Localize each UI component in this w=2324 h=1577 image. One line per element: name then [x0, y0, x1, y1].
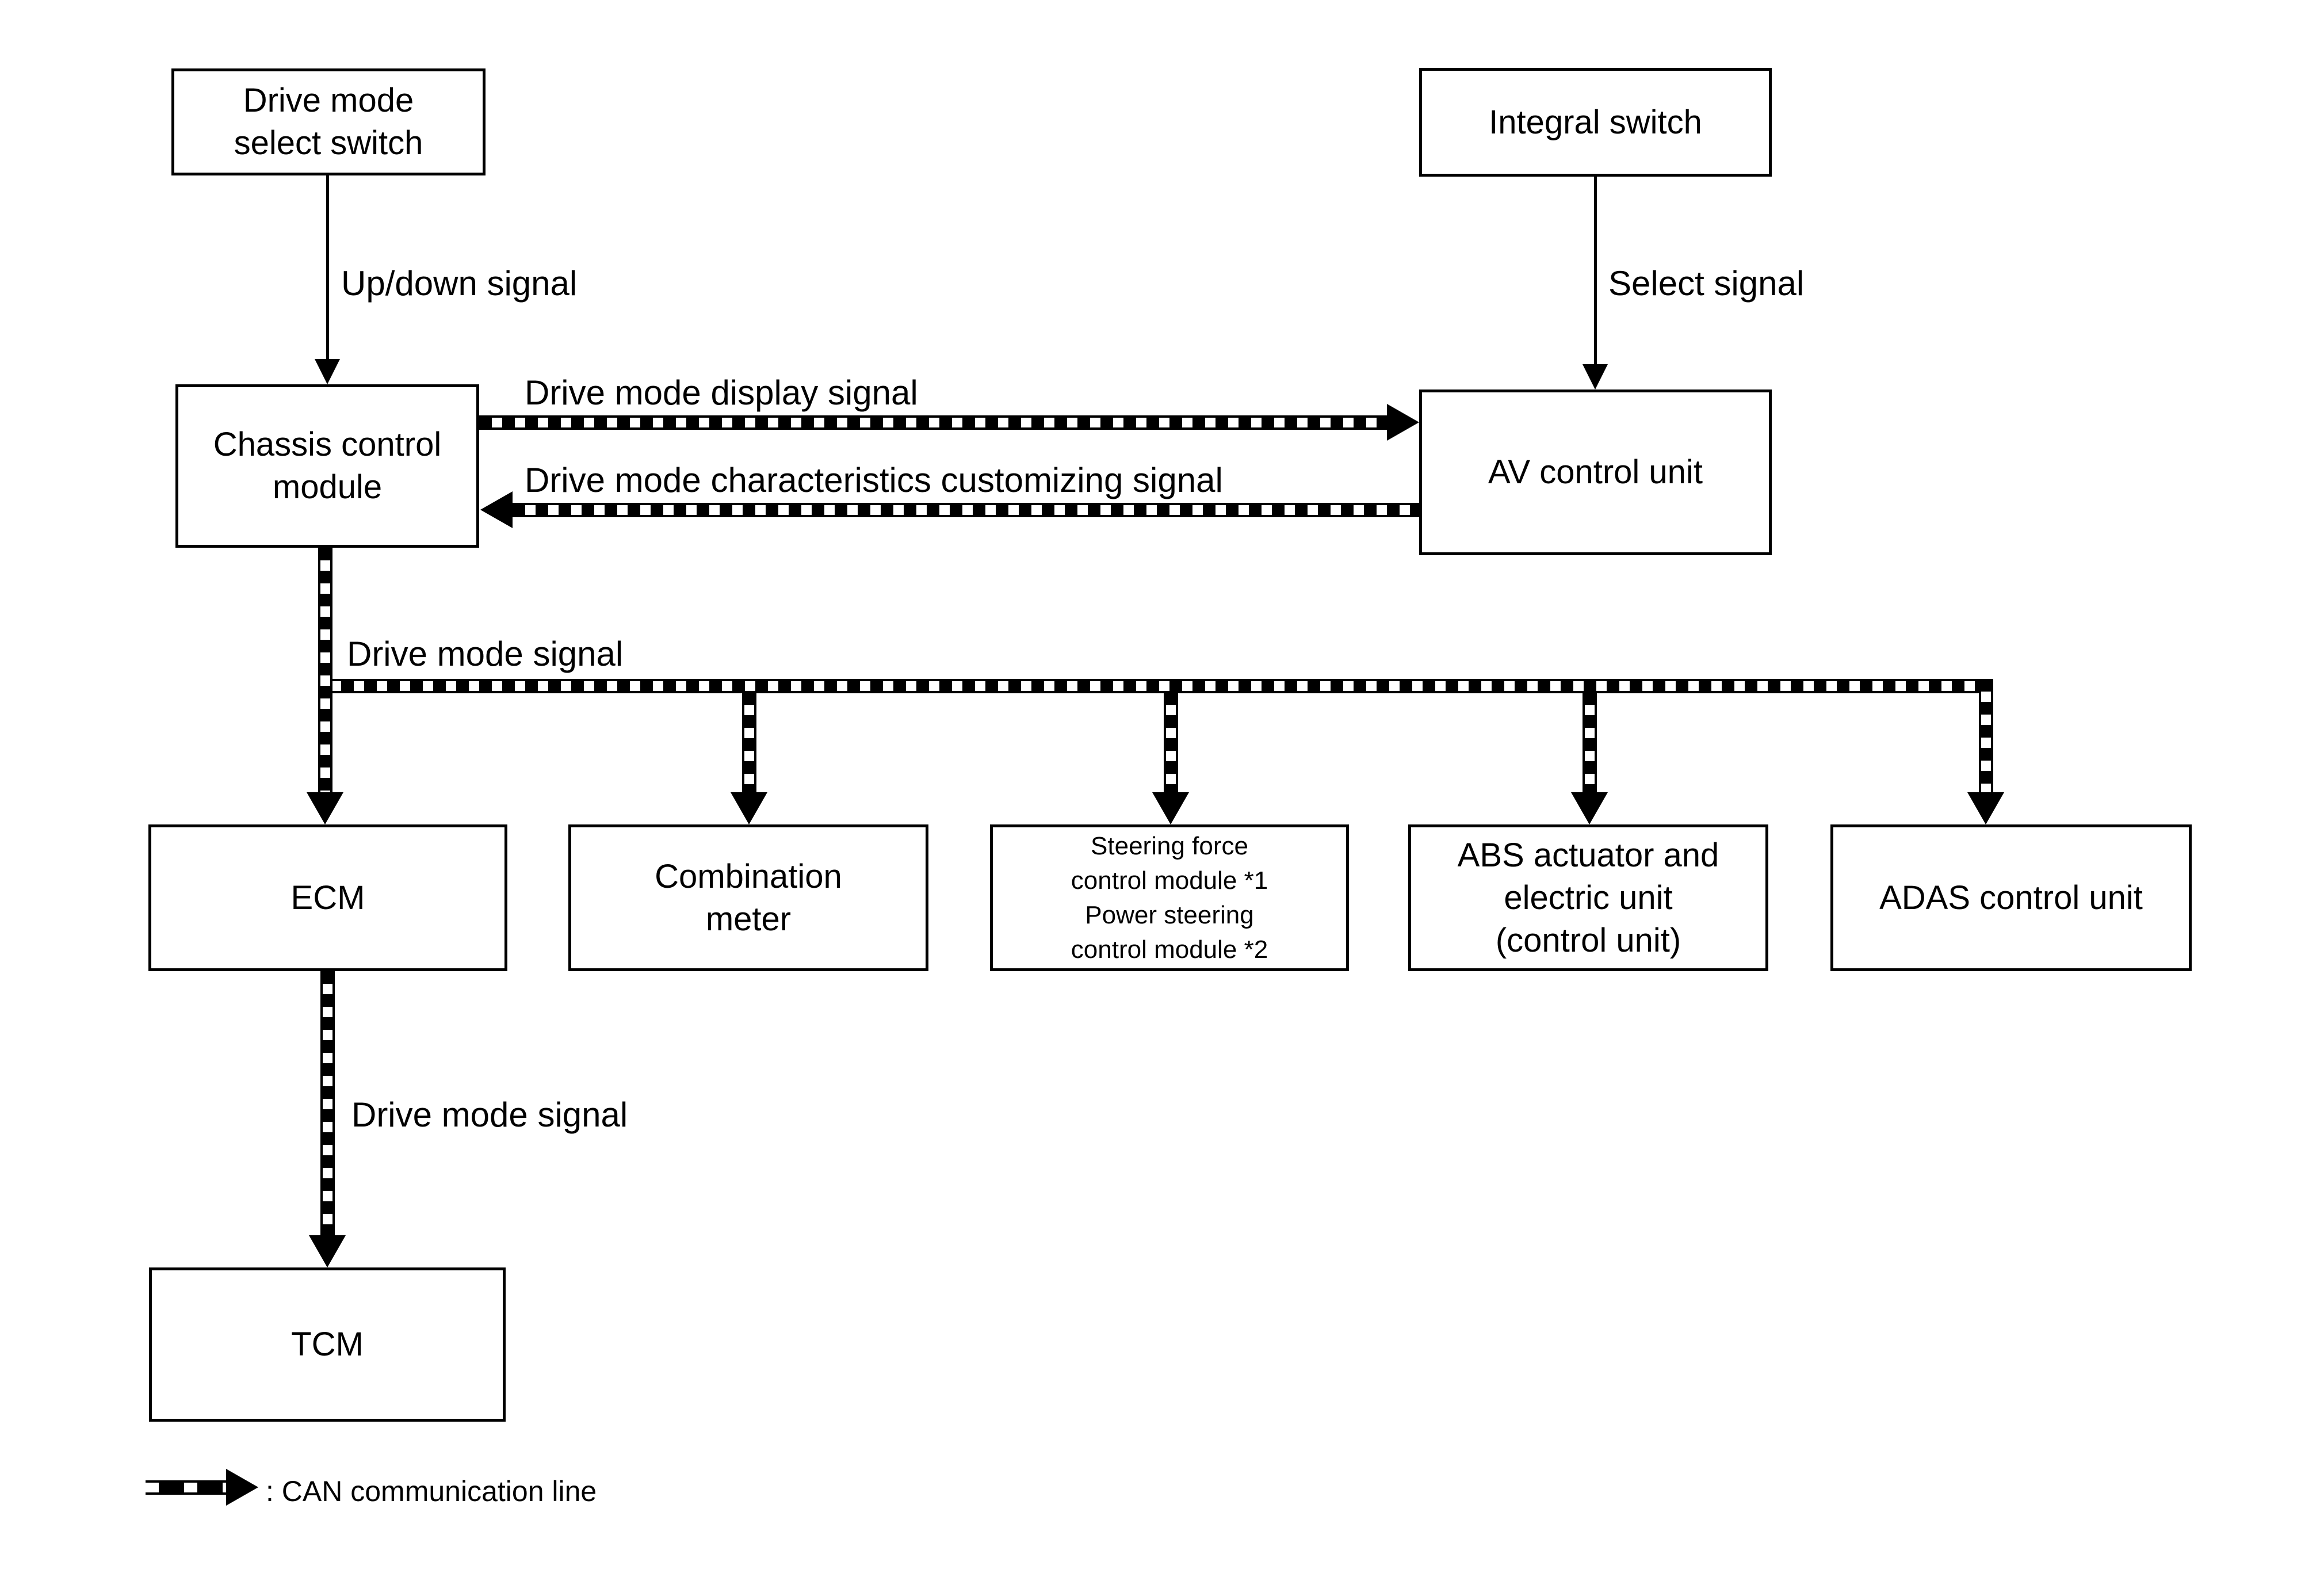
- legend-can-label: : CAN communication line: [266, 1475, 597, 1507]
- node-adas-control-unit: ADAS control unit: [1830, 824, 2192, 971]
- node-label-line: (control unit): [1495, 921, 1681, 959]
- node-label-line: TCM: [291, 1326, 364, 1363]
- line-integral-switch-to-av: [1594, 177, 1597, 364]
- can-drop-to-adas: [1979, 679, 1993, 792]
- can-line-customizing-signal: [513, 503, 1419, 517]
- node-label-line: module: [272, 468, 383, 506]
- node-tcm: TCM: [149, 1267, 506, 1422]
- label-select-signal: Select signal: [1608, 264, 1805, 303]
- can-arrowhead-into-abs-unit: [1571, 792, 1608, 824]
- can-arrowhead-into-chassis: [480, 491, 513, 528]
- can-arrowhead-into-steering-modules: [1152, 792, 1189, 824]
- can-line-display-signal: [479, 415, 1387, 430]
- arrowhead-into-av: [1583, 364, 1608, 390]
- node-label-line: AV control unit: [1488, 453, 1703, 491]
- node-label-line: meter: [705, 900, 792, 938]
- legend-can-arrowhead: [226, 1469, 258, 1506]
- can-bus-horizontal: [318, 679, 1993, 693]
- can-arrowhead-into-ecm: [307, 792, 343, 824]
- line-select-switch-to-chassis: [326, 175, 329, 359]
- node-combination-meter: Combination meter: [568, 824, 928, 971]
- node-abs-unit: ABS actuator and electric unit (control …: [1408, 824, 1768, 971]
- node-label-line: Integral switch: [1489, 103, 1702, 141]
- node-label-line: Power steering: [1085, 900, 1254, 929]
- can-drop-to-combination-meter: [742, 692, 756, 792]
- label-up-down-signal: Up/down signal: [341, 264, 578, 303]
- node-label-line: ADAS control unit: [1879, 879, 2143, 917]
- node-label-line: Combination: [655, 857, 842, 895]
- node-label-line: Chassis control: [213, 426, 442, 463]
- can-drop-to-abs-unit: [1583, 692, 1597, 792]
- node-integral-switch: Integral switch: [1419, 68, 1772, 177]
- can-arrowhead-into-av: [1387, 404, 1419, 441]
- legend-can-line-sample: [146, 1480, 226, 1495]
- node-label-line: Drive mode: [243, 82, 414, 119]
- node-ecm: ECM: [148, 824, 507, 971]
- node-label-line: select switch: [234, 124, 423, 162]
- can-drop-chassis-to-ecm: [318, 548, 332, 792]
- can-line-ecm-to-tcm: [320, 971, 335, 1235]
- label-drive-mode-customizing-signal: Drive mode characteristics customizing s…: [525, 461, 1223, 499]
- can-drop-to-steering-modules: [1164, 692, 1178, 792]
- node-label-line: control module *1: [1071, 866, 1268, 895]
- label-drive-mode-signal-bus: Drive mode signal: [347, 635, 624, 673]
- node-chassis-control-module: Chassis control module: [175, 384, 479, 548]
- node-label-line: ECM: [290, 879, 365, 917]
- node-label-line: electric unit: [1504, 879, 1673, 917]
- node-label-line: ABS actuator and: [1457, 836, 1719, 874]
- can-arrowhead-into-tcm: [309, 1235, 346, 1267]
- node-label-line: control module *2: [1071, 935, 1268, 964]
- node-label-line: Steering force: [1091, 831, 1248, 860]
- label-drive-mode-signal-ecm-tcm: Drive mode signal: [351, 1095, 628, 1134]
- node-steering-modules: Steering force control module *1 Power s…: [990, 824, 1349, 971]
- node-av-control-unit: AV control unit: [1419, 390, 1772, 555]
- can-arrowhead-into-adas: [1967, 792, 2004, 824]
- can-arrowhead-into-combination-meter: [731, 792, 767, 824]
- node-drive-mode-select-switch: Drive mode select switch: [171, 68, 486, 175]
- label-drive-mode-display-signal: Drive mode display signal: [525, 373, 918, 412]
- arrowhead-into-chassis: [315, 359, 340, 384]
